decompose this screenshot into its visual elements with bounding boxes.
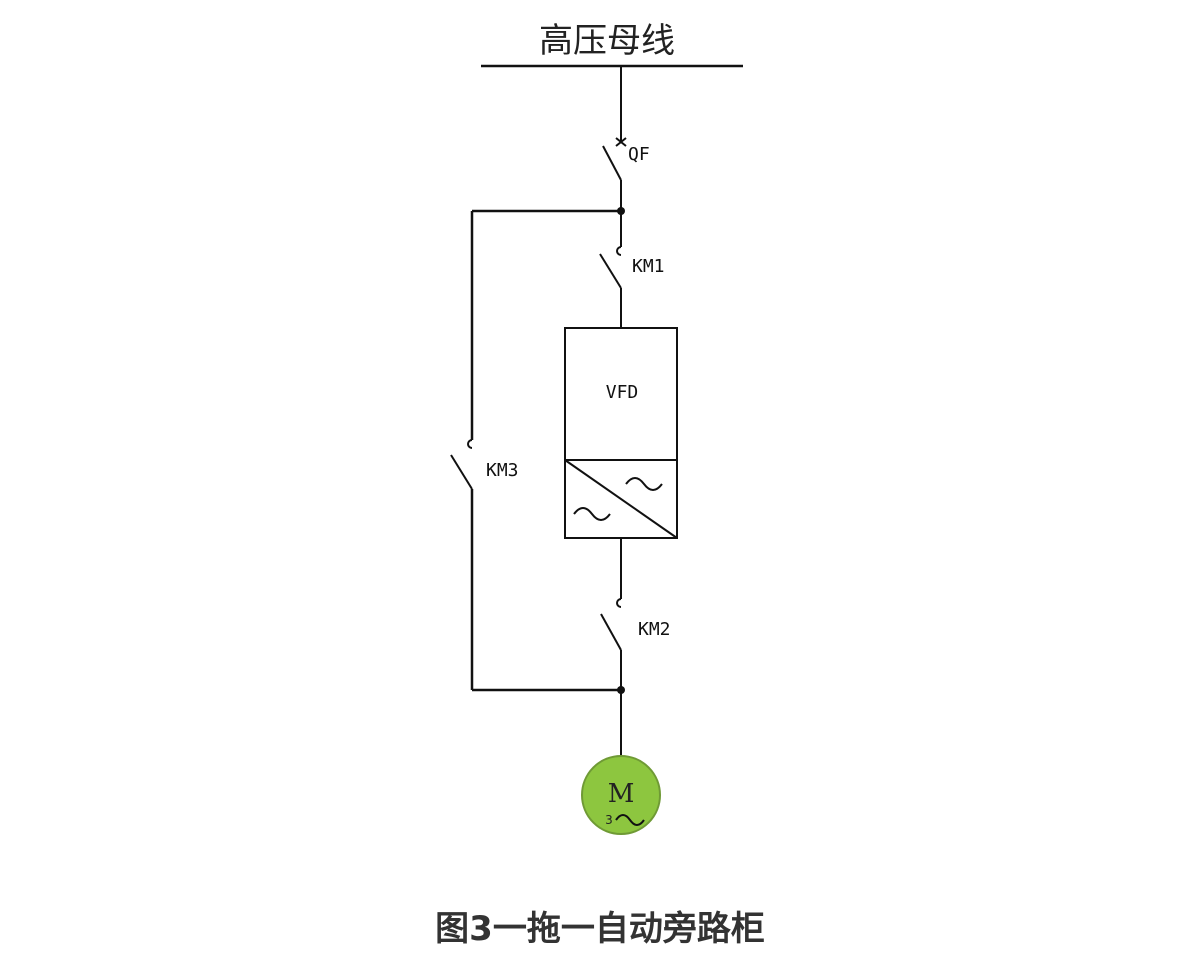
km2-contactor-symbol (600, 538, 622, 690)
bus-title: 高压母线 (539, 21, 675, 61)
km2-label: KM2 (638, 619, 671, 640)
ac-tilde-icon-output (625, 477, 663, 491)
motor-ac-tilde-icon (615, 814, 645, 826)
qf-breaker-symbol (602, 137, 627, 211)
motor-letter: M (608, 779, 635, 809)
qf-label: QF (628, 144, 650, 165)
vfd-unit (564, 327, 678, 539)
figure-caption: 图3一拖一自动旁路柜 (435, 909, 765, 949)
km1-label: KM1 (632, 256, 665, 277)
ac-tilde-icon-input (573, 507, 611, 521)
motor-symbol: M 3 (581, 755, 661, 835)
km3-bypass-branch (450, 211, 474, 690)
converter-diagonal (564, 459, 678, 539)
km3-label: KM3 (486, 460, 519, 481)
km1-contactor-symbol (599, 211, 622, 328)
vfd-label: VFD (606, 382, 639, 403)
motor-phase: 3 (605, 813, 613, 827)
vfd-box (564, 327, 678, 539)
motor-circle (581, 755, 661, 835)
